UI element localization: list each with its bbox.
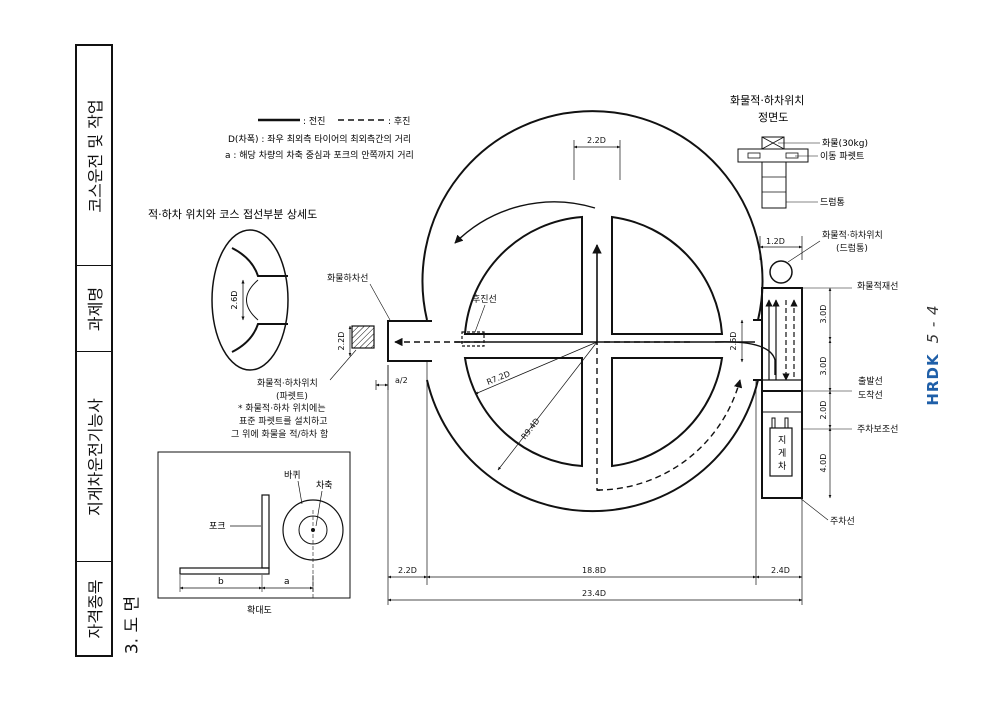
detail-title: 적·하차 위치와 코스 접선부분 상세도 bbox=[148, 207, 317, 221]
forklift-char-3: 차 bbox=[778, 460, 787, 472]
title-block: 코스운전 및 작업 과제명 지게차운전기능사 자격종목 bbox=[75, 44, 113, 657]
start-finish-label-1: 출발선 bbox=[858, 376, 883, 387]
detail-ellipse bbox=[211, 229, 289, 371]
dim-1-2D: 1.2D bbox=[766, 237, 785, 246]
dim-r9-4D: R9.4D bbox=[519, 416, 541, 441]
enlarged-caption: 확대도 bbox=[247, 604, 272, 616]
legend-a-definition: a : 해당 차량의 차축 중심과 포크의 안쪽까지 거리 bbox=[225, 149, 414, 161]
task-label-cell: 과제명 bbox=[77, 266, 111, 352]
enlarged-frame bbox=[157, 451, 351, 599]
pallet-label: 이동 파렛트 bbox=[820, 151, 864, 162]
cargo-label: 화물(30kg) bbox=[822, 138, 868, 149]
pallet-position-label-2: (파렛트) bbox=[276, 391, 308, 402]
detail-dimension: 2.6D bbox=[230, 291, 239, 310]
parking-line-label: 주차선 bbox=[830, 515, 855, 527]
dim-a-half: a/2 bbox=[395, 376, 408, 385]
inner-quadrant-bl bbox=[463, 357, 583, 468]
legend-d-definition: D(차폭) : 좌우 최외측 타이어의 최외측간의 거리 bbox=[228, 133, 411, 145]
legend-forward: : 전진 bbox=[303, 116, 325, 127]
unload-line-label: 화물하차선 bbox=[327, 272, 368, 284]
dim-bottom-18-8D: 18.8D bbox=[582, 566, 606, 575]
forklift-shape bbox=[769, 427, 793, 477]
drum-position-label-1: 화물적·하차위치 bbox=[822, 229, 883, 241]
forklift-char-2: 게 bbox=[778, 448, 786, 459]
dim-2-0D: 2.0D bbox=[819, 401, 828, 420]
dim-bottom-2-2D: 2.2D bbox=[398, 566, 417, 575]
front-view-title: 화물적·하차위치 bbox=[730, 93, 804, 107]
enlarged-view: 바퀴 차축 포크 b a 확대도 bbox=[157, 451, 351, 616]
fork-label: 포크 bbox=[209, 522, 226, 532]
outer-ring-lower bbox=[426, 379, 759, 513]
course-labels: 화물하차선 후진선 화물적·하차위치 (파렛트) * 화물적·하차 위치에는 표… bbox=[231, 229, 898, 527]
dim-b: b bbox=[218, 577, 224, 587]
dim-bottom-23-4D: 23.4D bbox=[582, 589, 606, 598]
load-line-label: 화물적재선 bbox=[857, 280, 898, 292]
axle-label: 차축 bbox=[316, 479, 333, 491]
note-line-2: 표준 파렛트를 설치하고 bbox=[239, 415, 328, 427]
wheel-label: 바퀴 bbox=[284, 470, 301, 481]
legend-reverse: : 후진 bbox=[388, 116, 410, 127]
right-entry-channel bbox=[753, 319, 762, 381]
dim-3-0D-a: 3.0D bbox=[819, 305, 828, 324]
detail-view: 적·하차 위치와 코스 접선부분 상세도 2.6D bbox=[148, 207, 317, 371]
drum-label: 드럼통 bbox=[820, 196, 845, 208]
dim-left-2-2D: 2.2D bbox=[337, 332, 346, 351]
dim-3-0D-b: 3.0D bbox=[819, 357, 828, 376]
parking-aux-label: 주차보조선 bbox=[857, 423, 898, 435]
left-entry-channel bbox=[387, 320, 432, 362]
route-arrows bbox=[394, 201, 802, 491]
dim-a: a bbox=[284, 577, 290, 587]
start-finish-label-2: 도착선 bbox=[858, 390, 883, 401]
pallet-position-label-1: 화물적·하차위치 bbox=[257, 377, 318, 389]
task-cell: 코스운전 및 작업 bbox=[77, 46, 111, 266]
outer-ring-upper bbox=[421, 110, 764, 321]
dim-4-0D: 4.0D bbox=[819, 454, 828, 473]
forklift-char-1: 지 bbox=[778, 435, 786, 446]
dimensions: 2.2D 2.2D a/2 R7.2D R9.4D 2.6D 1.2D 3.0D… bbox=[337, 136, 832, 605]
drum-shape bbox=[761, 161, 787, 209]
course bbox=[387, 110, 803, 513]
legend: : 전진 : 후진 D(차폭) : 좌우 최외측 타이어의 최외측간의 거리 a… bbox=[225, 116, 414, 161]
fork-vertical bbox=[261, 494, 270, 569]
front-view-subtitle: 정면도 bbox=[758, 111, 788, 124]
note-line-1: * 화물적·하차 위치에는 bbox=[238, 402, 326, 414]
dim-2-6D: 2.6D bbox=[729, 332, 738, 351]
reverse-line-marker bbox=[461, 331, 485, 347]
dim-top-2-2D: 2.2D bbox=[587, 136, 606, 145]
fork-horizontal bbox=[179, 567, 270, 575]
reverse-line-label: 후진선 bbox=[472, 294, 497, 305]
drum-position-circle bbox=[769, 260, 793, 284]
drum-position-label-2: (드럼통) bbox=[836, 242, 868, 254]
qualification-cell: 지게차운전기능사 bbox=[77, 352, 111, 562]
loading-block bbox=[761, 287, 803, 392]
pallet-shape bbox=[737, 148, 809, 163]
parking-block bbox=[761, 390, 803, 499]
front-view: 화물적·하차위치 정면도 화물(30kg) 이동 파렛트 드럼통 bbox=[730, 93, 868, 209]
inner-quadrant-br bbox=[611, 357, 724, 468]
dim-bottom-2-4D: 2.4D bbox=[771, 566, 790, 575]
inner-quadrant-tl bbox=[463, 215, 583, 335]
note-line-3: 그 위에 화물을 적/하차 함 bbox=[231, 428, 328, 440]
inner-quadrant-tr bbox=[611, 215, 724, 335]
pallet-position-marker bbox=[351, 325, 375, 349]
